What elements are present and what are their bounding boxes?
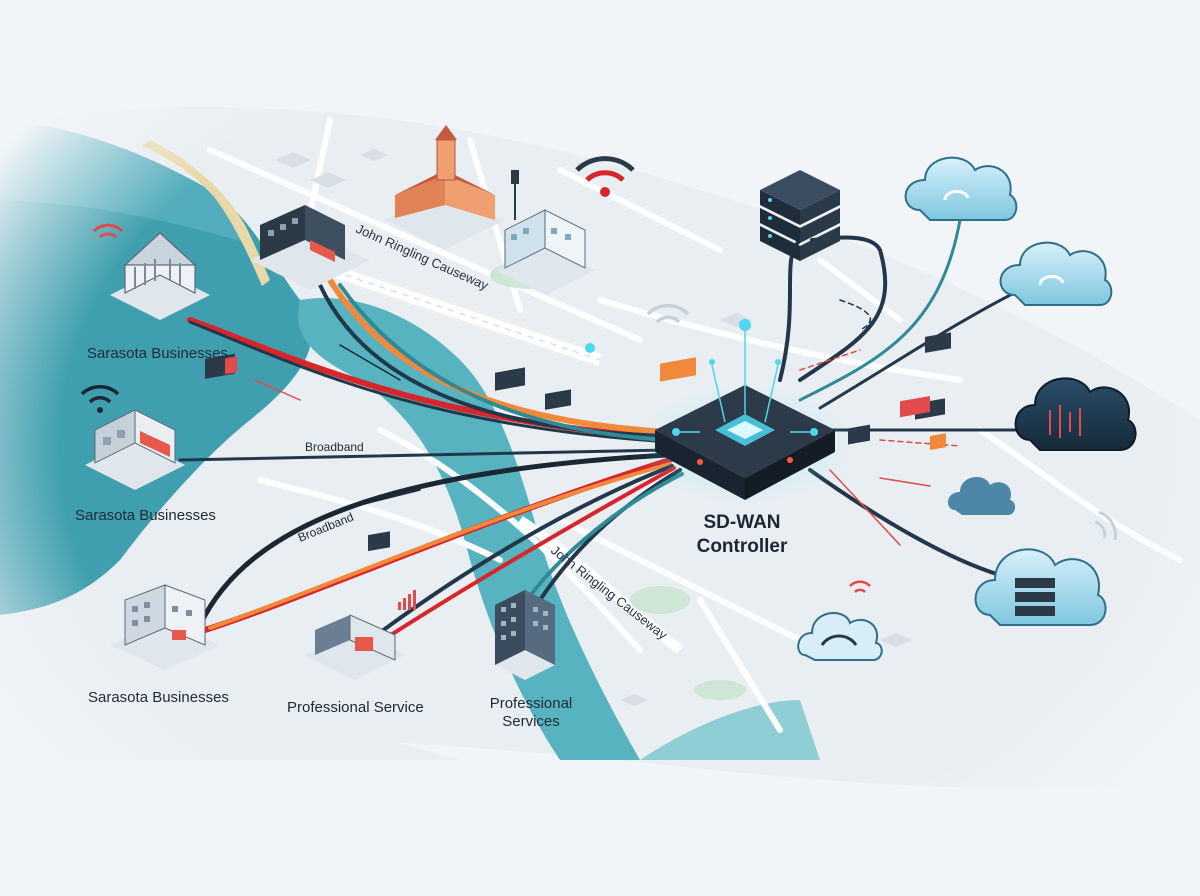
cloud-icon[interactable]	[904, 156, 1018, 221]
packet-badges	[205, 332, 951, 610]
cloud-icon[interactable]	[948, 476, 1016, 515]
professional-services-label-2: Services	[502, 713, 560, 730]
sarasota-businesses-label-3: Sarasota Businesses	[88, 689, 229, 706]
awning	[140, 431, 170, 457]
cloud-icon[interactable]	[797, 612, 883, 661]
building-icon[interactable]	[495, 590, 555, 680]
cable-cloud-4	[808, 468, 1002, 577]
wifi-icon	[646, 303, 690, 324]
sarasota-businesses-label-1: Sarasota Businesses	[87, 345, 228, 362]
cloud-icon[interactable]	[999, 241, 1113, 306]
cable-pro-1	[368, 464, 674, 642]
sdwan-controller[interactable]	[585, 319, 855, 505]
cloud-icon[interactable]	[974, 548, 1107, 626]
cable-cloud-1	[798, 218, 962, 402]
wifi-icon	[92, 223, 124, 239]
antenna-tower-icon	[511, 170, 519, 220]
professional-services-label-1: Professional	[490, 695, 573, 712]
cloud-icon[interactable]	[1014, 377, 1137, 451]
antenna-tip	[739, 319, 751, 331]
cable-broadband-1	[178, 448, 670, 462]
cable-black-3	[197, 452, 671, 628]
building-icon[interactable]	[85, 409, 185, 490]
controller-label-1: SD-WAN	[703, 512, 780, 533]
professional-service-label: Professional Service	[287, 699, 424, 716]
controller-label-2: Controller	[697, 536, 788, 557]
wifi-icon	[575, 156, 635, 197]
building-icon[interactable]	[385, 125, 505, 250]
broadband-label-1: Broadband	[305, 440, 364, 454]
building-icon[interactable]	[495, 209, 595, 295]
wifi-icon	[80, 385, 120, 413]
building-icon[interactable]	[110, 584, 220, 670]
sarasota-businesses-label-2: Sarasota Businesses	[75, 507, 216, 524]
building-icon[interactable]	[305, 614, 405, 680]
wifi-icon	[1094, 510, 1117, 541]
building-icon[interactable]	[250, 205, 370, 290]
wifi-icon	[849, 580, 871, 593]
server-icon[interactable]	[760, 170, 840, 261]
building-icon[interactable]	[110, 232, 210, 320]
